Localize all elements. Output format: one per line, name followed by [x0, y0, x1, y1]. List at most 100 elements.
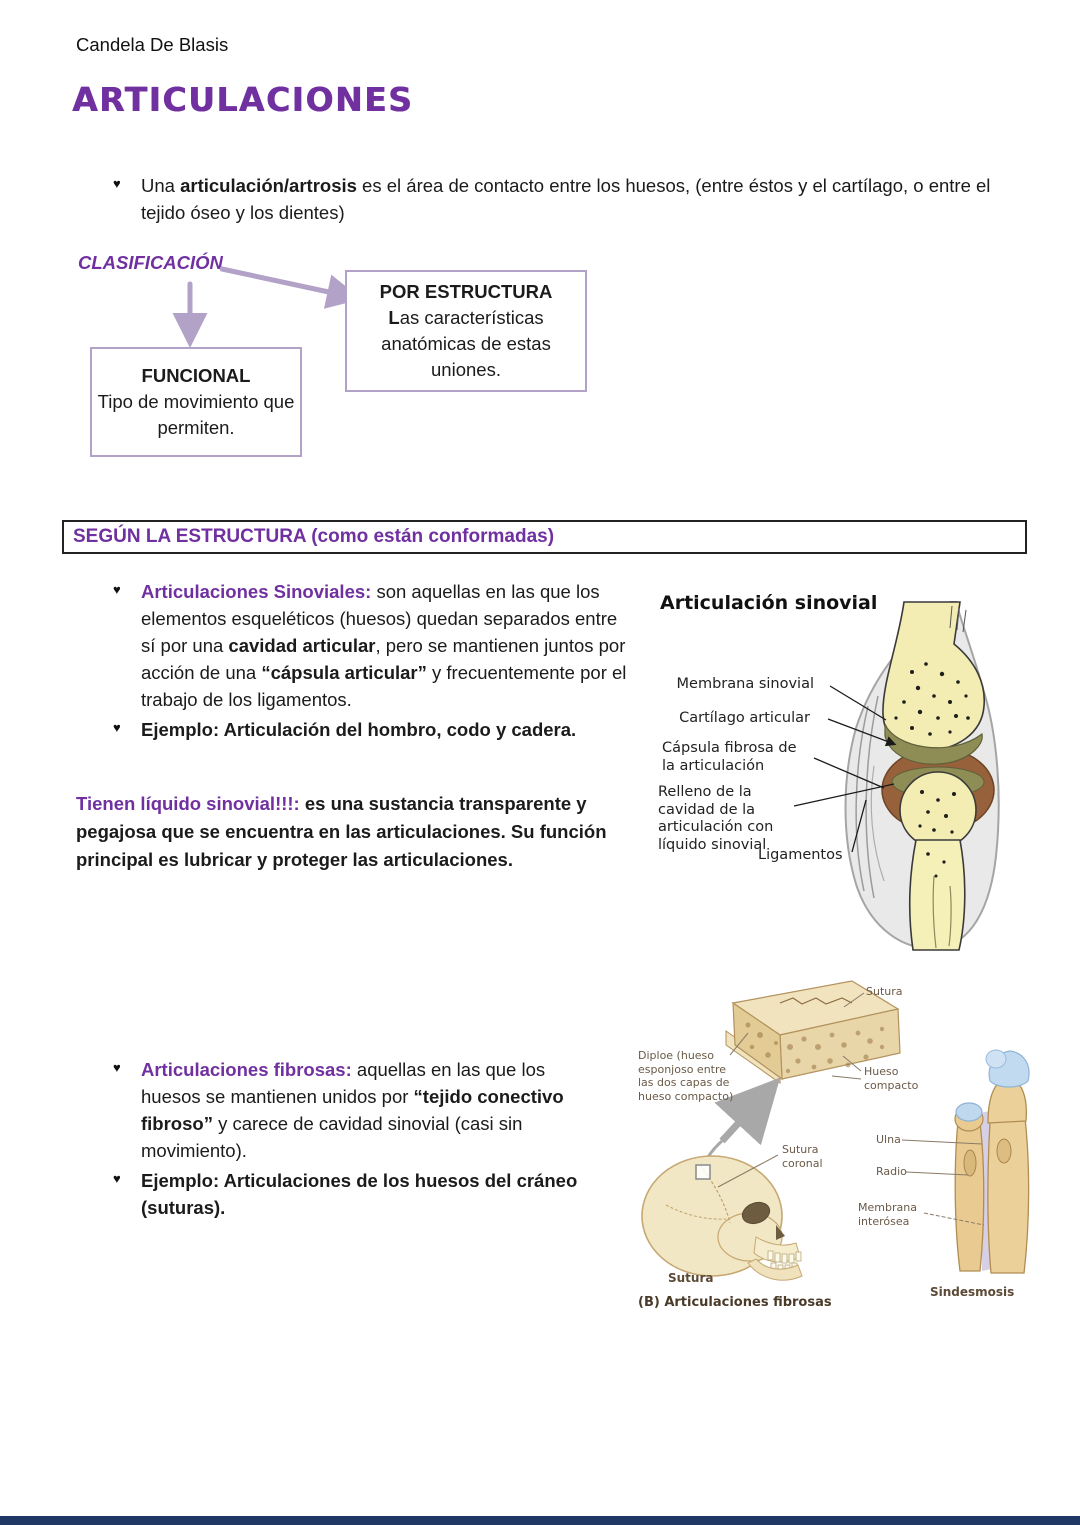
liquid-lead: Tienen líquido sinovial!!!:: [76, 793, 300, 814]
fibrous-example: Ejemplo: Articulaciones de los huesos de…: [141, 1170, 578, 1218]
label-line-membrana: [829, 685, 887, 721]
label-capsula-fibrosa: Cápsula fibrosa de la articulación: [662, 740, 814, 775]
label-relleno-cavidad: Relleno de la cavidad de la articulación…: [658, 784, 798, 854]
label-line: Membrana: [858, 1201, 917, 1214]
synovial-joint-figure: Articulación sinovial Membrana sinovial …: [650, 586, 1055, 964]
lower-bone-shaft-shape: [908, 839, 966, 951]
synovial-t1: son aquellas en las que los elementos es…: [141, 581, 618, 656]
label-line: Diploe (hueso: [638, 1049, 715, 1062]
liquid-rest: es una sustancia transparente y pegajosa…: [76, 793, 607, 870]
spongy-bone-speckles: [745, 1022, 885, 1074]
label-line: hueso compacto): [638, 1089, 734, 1103]
intro-bold: articulación/artrosis: [180, 175, 357, 196]
estructura-lead: L: [388, 307, 400, 328]
label-line-sutura-coronal: [717, 1154, 779, 1188]
cartilage-blob-blue: [985, 1049, 1007, 1069]
estructura-box-body: Las características anatómicas de estas …: [347, 305, 585, 383]
skull-nasal-aperture: [776, 1225, 785, 1240]
synovial-lead: Articulaciones Sinoviales:: [141, 581, 372, 602]
bone-hatch: [962, 609, 967, 633]
heart-bullet-icon: ♥: [113, 582, 121, 597]
liquid-paragraph: Tienen líquido sinovial!!!: es una susta…: [76, 790, 656, 874]
label-line-membrana-interosea: [923, 1212, 985, 1226]
label-line-relleno: [793, 783, 895, 807]
label-sutura-bottom: Sutura: [668, 1271, 714, 1285]
list-item: ♥ Articulaciones fibrosas: aquellas en l…: [112, 1056, 607, 1164]
estructura-box: POR ESTRUCTURA Las características anató…: [345, 270, 587, 392]
functional-box-title: FUNCIONAL: [141, 365, 251, 386]
synovial-t3: y frecuentemente por el trabajo de los l…: [141, 662, 627, 710]
arrow-diagonal: [219, 266, 362, 309]
label-line: cavidad de la: [658, 801, 756, 818]
section-header-box: SEGÚN LA ESTRUCTURA (como están conforma…: [62, 520, 1027, 554]
section-header-text: SEGÚN LA ESTRUCTURA (como están conforma…: [73, 526, 555, 547]
label-line-ligamentos: [851, 799, 867, 853]
radius-bone-shape: [954, 1120, 985, 1272]
list-item: ♥ Una articulación/artrosis es el área d…: [112, 172, 992, 226]
fibrous-bullet-list: ♥ Articulaciones fibrosas: aquellas en l…: [112, 1056, 607, 1224]
label-line: Hueso: [864, 1065, 899, 1078]
lower-bone-head-shape: [899, 771, 977, 849]
fibrous-joints-figure: Sutura Diploe (hueso esponjoso entre las…: [630, 973, 1070, 1321]
synovial-t2: , pero se mantienen juntos por acción de…: [141, 635, 626, 683]
label-ligamentos: Ligamentos: [758, 847, 843, 863]
fibrous-figure-caption: (B) Articulaciones fibrosas: [638, 1295, 832, 1310]
synovial-b2: “cápsula articular”: [261, 662, 427, 683]
label-radio: Radio: [876, 1165, 907, 1178]
bone-speckles: [894, 662, 970, 878]
capsule-fiber-line: [855, 705, 869, 892]
bone-hatch: [956, 607, 960, 631]
heart-bullet-icon: ♥: [113, 1060, 121, 1075]
label-line: Relleno de la: [658, 784, 752, 800]
zoom-arrow: [714, 1077, 781, 1146]
suture-zoom-box: [695, 1164, 711, 1180]
synovial-example: Ejemplo: Articulación del hombro, codo y…: [141, 719, 577, 740]
classification-label: CLASIFICACIÓN: [78, 252, 223, 273]
label-cartilago-articular: Cartílago articular: [679, 710, 810, 726]
list-item: ♥ Articulaciones Sinoviales: son aquella…: [112, 578, 634, 713]
heart-bullet-icon: ♥: [113, 1171, 121, 1186]
capsule-fiber-line: [865, 695, 879, 899]
label-line-radio: [905, 1171, 969, 1176]
synovial-figure-title: Articulación sinovial: [660, 592, 878, 614]
page-title: ARTICULACIONES: [72, 80, 414, 119]
label-line-cartilago: [827, 718, 897, 747]
bone-fossa: [963, 1149, 977, 1177]
synovial-joint-drawing: [793, 601, 1000, 951]
intro-pre: Una: [141, 175, 181, 196]
articular-cartilage-shape: [884, 723, 983, 765]
list-item: ♥ Ejemplo: Articulaciones de los huesos …: [112, 1167, 607, 1221]
bone-inner-line: [932, 875, 937, 949]
capsule-fiber-line: [870, 765, 885, 882]
label-sutura-coronal: Sutura coronal: [782, 1143, 823, 1170]
bone-hatch: [949, 605, 953, 629]
functional-box: FUNCIONAL Tipo de movimiento que permite…: [90, 347, 302, 457]
label-line: Sutura: [782, 1143, 819, 1156]
estructura-rest: as características anatómicas de estas u…: [381, 307, 551, 380]
label-line-sutura-top: [843, 992, 865, 1008]
label-sutura-top: Sutura: [866, 985, 903, 998]
functional-box-body: Tipo de movimiento que permiten.: [97, 391, 295, 438]
bone-inner-line: [948, 885, 952, 947]
classification-arrows: [172, 266, 362, 348]
bone-block-cut-face: [732, 1001, 783, 1081]
label-line: compacto: [864, 1078, 919, 1092]
skull-suture-line: [665, 1204, 727, 1220]
label-line: coronal: [782, 1156, 823, 1170]
label-line-ulna: [901, 1139, 983, 1145]
label-sindesmosis: Sindesmosis: [930, 1285, 1015, 1299]
fibrous-joints-drawing: [641, 980, 1030, 1281]
label-line: articulación con: [658, 819, 774, 835]
label-line-hueso-compacto: [831, 1075, 862, 1080]
label-membrana-interosea: Membrana interósea: [858, 1201, 917, 1228]
page-bottom-bar: [0, 1516, 1080, 1525]
label-line: la articulación: [662, 757, 765, 774]
synovial-b1: cavidad articular: [228, 635, 376, 656]
fibrous-b1: “tejido conectivo fibroso”: [141, 1086, 564, 1134]
label-ulna: Ulna: [876, 1133, 901, 1146]
label-line-hueso-compacto: [842, 1055, 862, 1072]
label-line: las dos capas de: [638, 1076, 730, 1089]
heart-bullet-icon: ♥: [113, 720, 121, 735]
label-line: esponjoso entre: [638, 1062, 727, 1076]
